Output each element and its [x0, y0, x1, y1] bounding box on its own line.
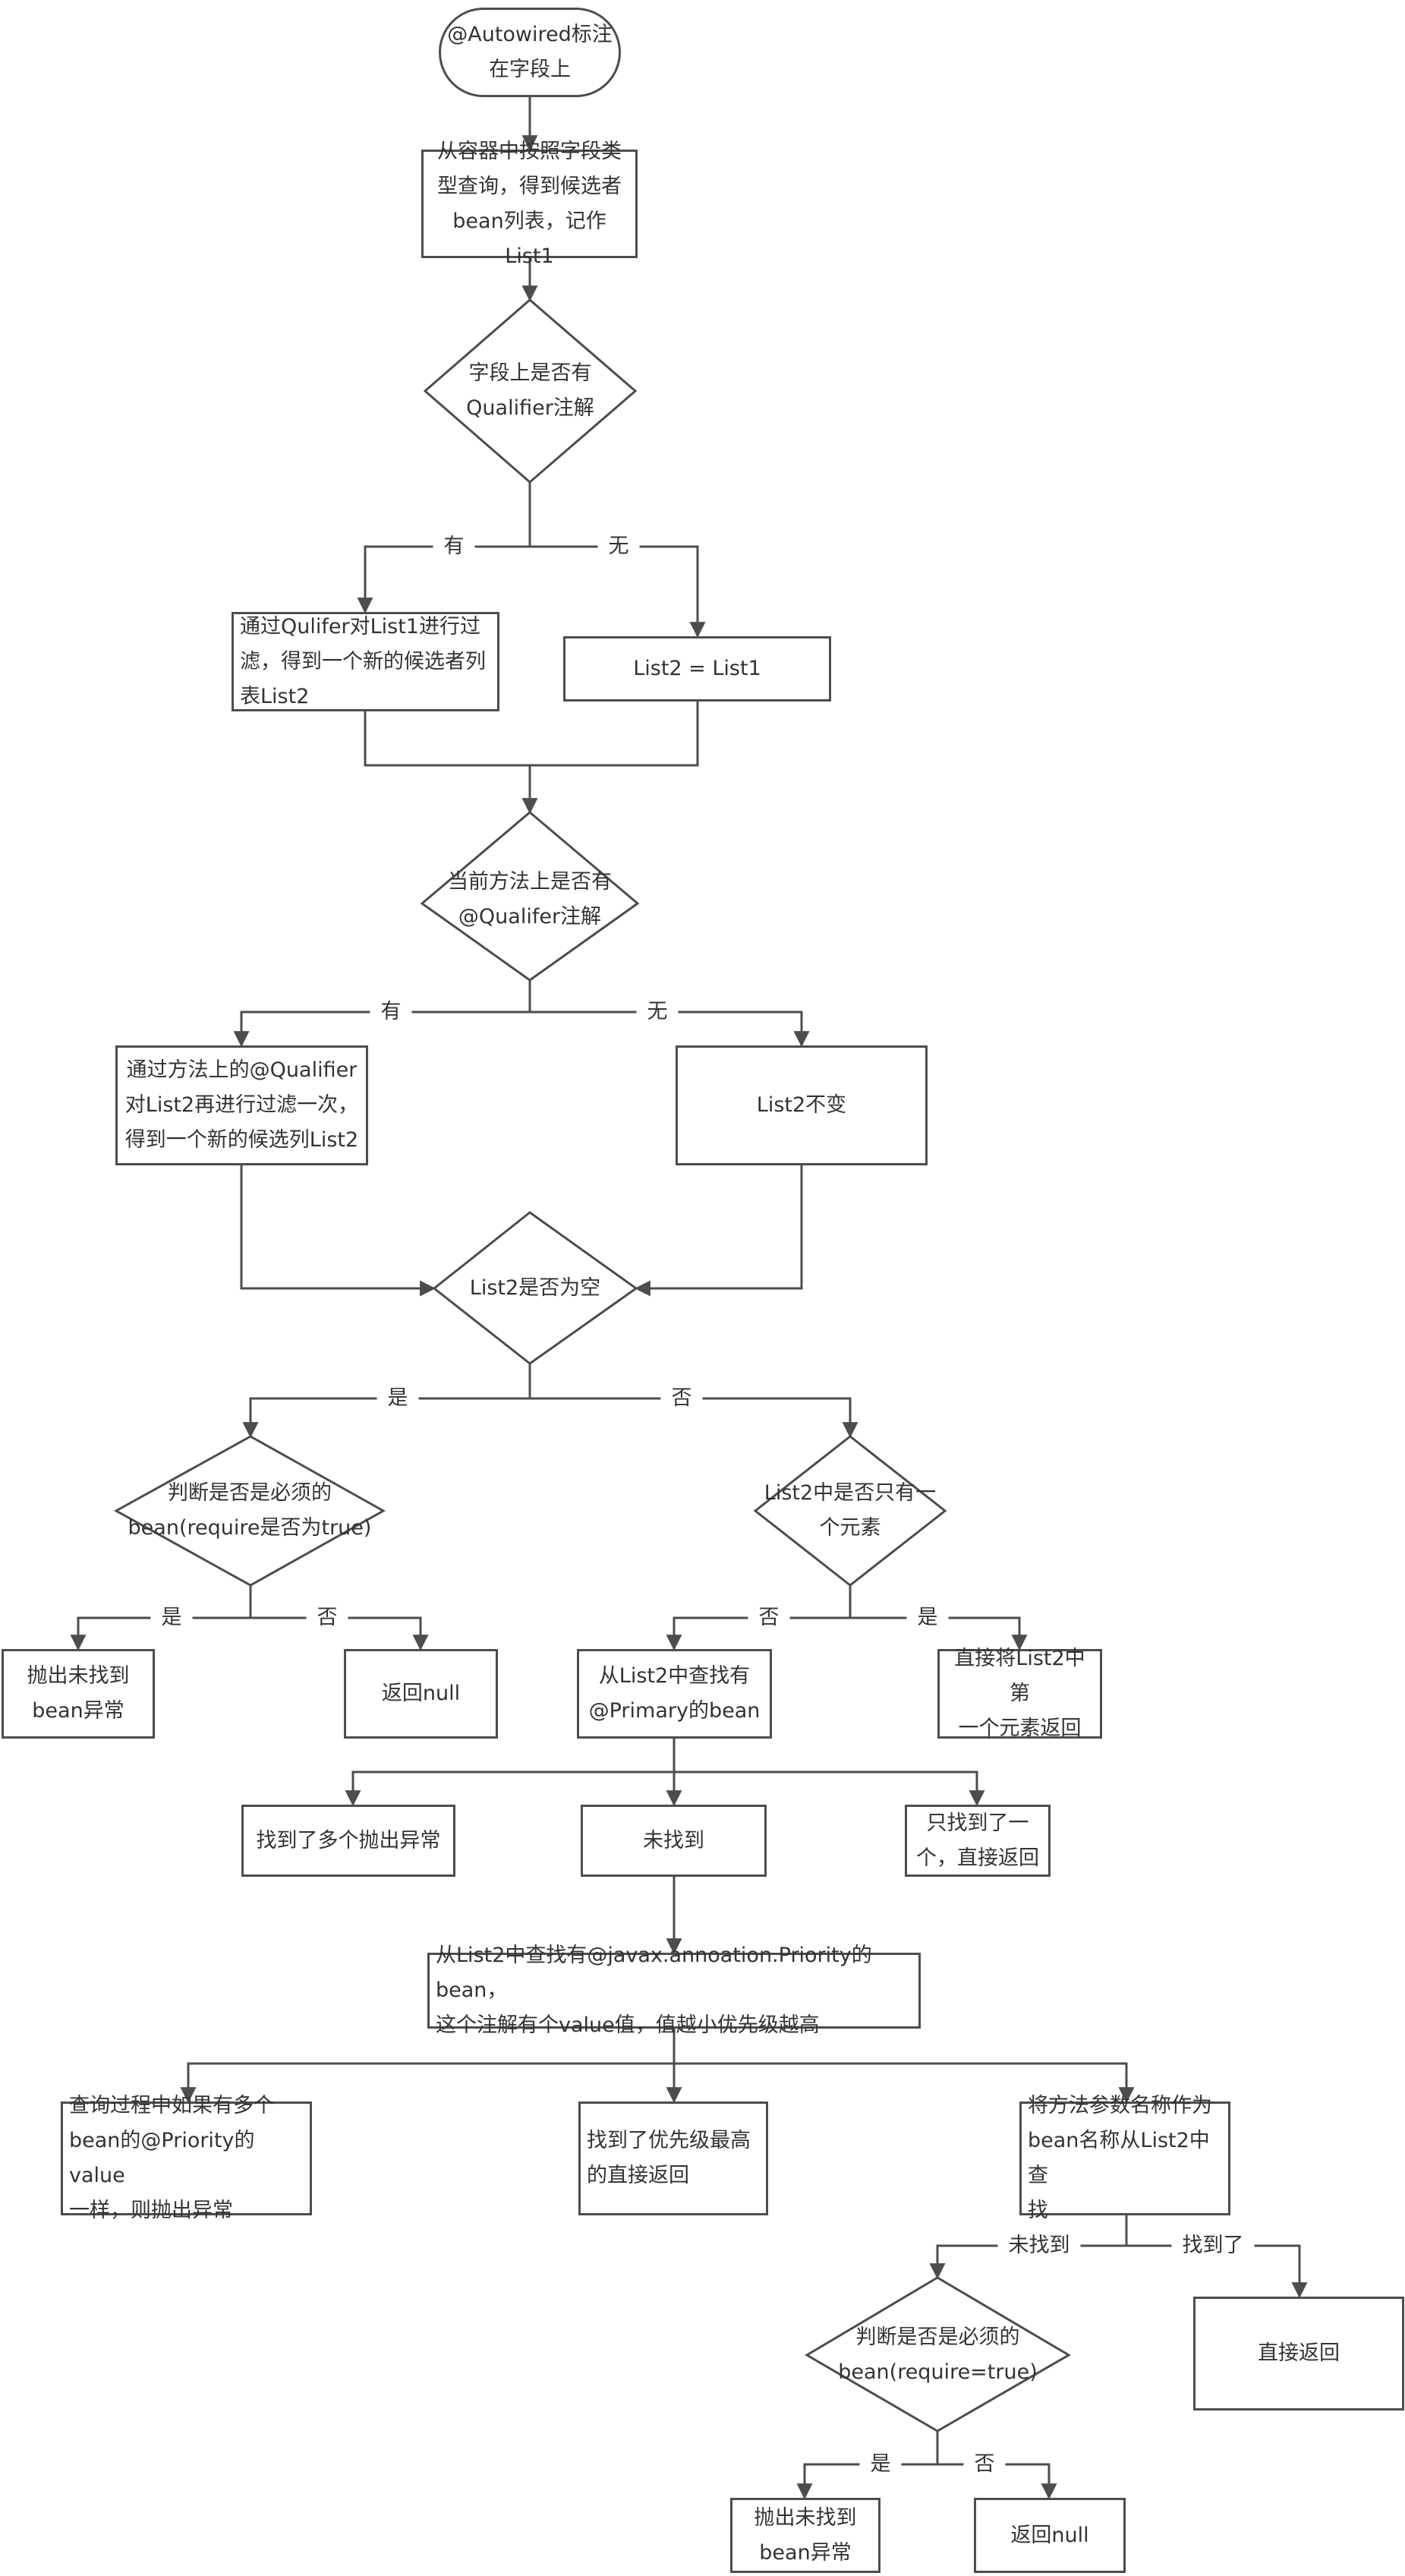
find-primary-node: 从List2中查找有 @Primary的bean — [577, 1649, 772, 1739]
edge-primary-to-single — [674, 1770, 985, 1807]
label-none-1: 无 — [597, 534, 640, 560]
label-yes-2: 是 — [150, 1605, 193, 1631]
edge-merge-1 — [364, 702, 699, 767]
filter-by-method-qualifier-node: 通过方法上的@Qualifier 对List2再进行过滤一次， 得到一个新的候选… — [115, 1045, 368, 1165]
return-direct-node: 直接返回 — [1193, 2297, 1404, 2410]
method-has-qualifier-text: 当前方法上是否有 @Qualifer注解 — [448, 870, 612, 929]
primary-not-found-node: 未找到 — [581, 1805, 767, 1877]
return-first-node: 直接将List2中第 一个元素返回 — [937, 1647, 1102, 1740]
label-no-1: 否 — [660, 1386, 703, 1411]
edge-priority-to-same — [180, 2029, 676, 2104]
label-yes-4: 是 — [859, 2451, 902, 2477]
edge-empty-no — [530, 1397, 858, 1439]
list2-unchanged-node: List2不变 — [676, 1045, 928, 1165]
priority-same-node: 查询过程中如果有多个 bean的@Priority的value 一样，则抛出异常 — [61, 2094, 312, 2222]
list2-single-text: List2中是否只有一 个元素 — [764, 1481, 937, 1540]
edge-filter-to-empty — [240, 1165, 436, 1297]
edge-field-qualifier-none — [530, 545, 706, 638]
edge-single-yes — [850, 1616, 1028, 1651]
start-node: @Autowired标注 在字段上 — [439, 8, 621, 97]
edge-unchanged-to-empty — [634, 1165, 803, 1297]
edge-priority-to-name — [674, 2062, 1135, 2104]
throw-not-found-node-1: 抛出未找到 bean异常 — [2, 1649, 155, 1739]
find-by-name-node: 将方法参数名称作为 bean名称从List2中查 找 — [1019, 2094, 1230, 2222]
edge-primary-to-results — [345, 1739, 676, 1807]
label-has-1: 有 — [433, 534, 475, 560]
label-has-2: 有 — [370, 999, 412, 1025]
label-no-4: 否 — [963, 2451, 1006, 2477]
primary-single-node: 只找到了一 个，直接返回 — [905, 1805, 1051, 1877]
throw-not-found-node-2: 抛出未找到 bean异常 — [730, 2498, 880, 2573]
is-required-2-text: 判断是否是必须的 bean(require=true) — [838, 2325, 1038, 2384]
query-by-type-node: 从容器中按照字段类 型查询，得到候选者 bean列表，记作List1 — [421, 140, 638, 268]
label-not-found: 未找到 — [997, 2233, 1081, 2259]
list2-empty-text: List2是否为空 — [469, 1276, 601, 1300]
label-no-3: 否 — [748, 1605, 790, 1631]
edge-method-qualifier-none — [530, 1011, 810, 1048]
label-none-2: 无 — [636, 999, 679, 1025]
return-null-node-2: 返回null — [974, 2498, 1126, 2573]
return-null-node-1: 返回null — [344, 1649, 498, 1739]
label-found: 找到了 — [1171, 2233, 1255, 2259]
field-has-qualifier-text: 字段上是否有 Qualifier注解 — [466, 361, 594, 420]
label-yes-1: 是 — [376, 1386, 419, 1411]
filter-by-qualifier-node: 通过Qulifer对List1进行过 滤，得到一个新的候选者列 表List2 — [232, 612, 499, 711]
priority-highest-node: 找到了优先级最高 的直接返回 — [578, 2101, 768, 2215]
label-no-2: 否 — [306, 1605, 348, 1631]
primary-multiple-node: 找到了多个抛出异常 — [241, 1805, 455, 1877]
label-yes-3: 是 — [906, 1605, 949, 1631]
find-priority-node: 从List2中查找有@javax.annoation.Priority的bean… — [427, 1944, 921, 2037]
is-required-1-text: 判断是否是必须的 bean(require是否为true) — [128, 1481, 372, 1540]
list2-eq-list1-node: List2 = List1 — [563, 636, 831, 702]
